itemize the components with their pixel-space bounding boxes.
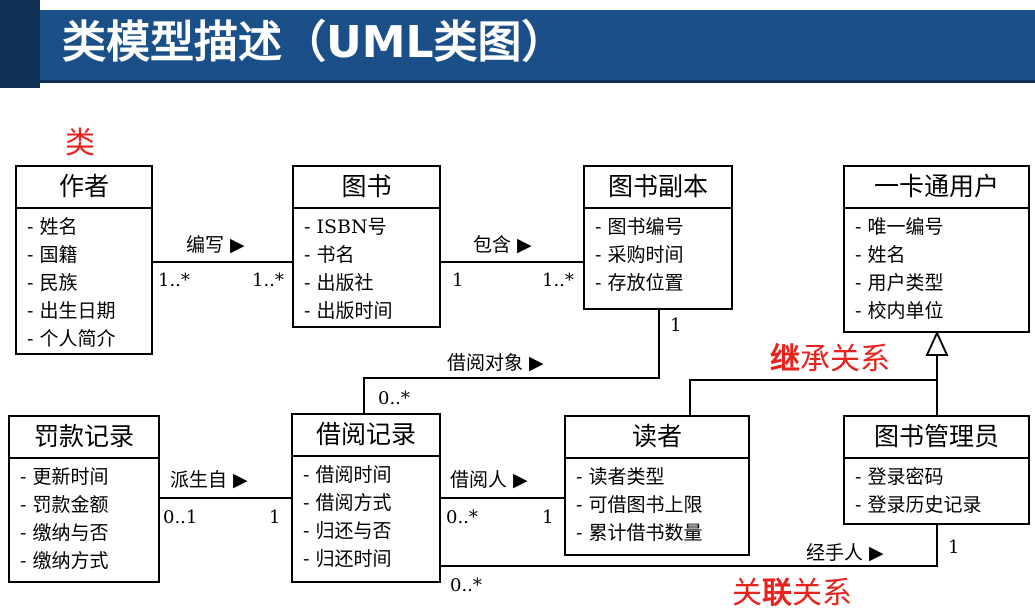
attribute: - 个人简介 (27, 328, 116, 350)
association-pre: 关 (732, 576, 762, 611)
borrower-mult-reader: 1 (542, 507, 554, 528)
attribute: - 用户类型 (855, 272, 944, 294)
association-accent: 联 (762, 576, 792, 611)
attribute: - 罚款金额 (20, 494, 109, 516)
attribute: - 缴纳与否 (20, 522, 109, 544)
attribute: - 采购时间 (595, 244, 684, 266)
handler-mult-librarian: 1 (948, 537, 960, 558)
handler-mult-record: 0..* (450, 575, 482, 596)
attribute: - 国籍 (27, 244, 78, 266)
class-reader: 读者 - 读者类型 - 可借图书上限 - 累计借书数量 (564, 415, 750, 556)
attribute: - 民族 (27, 272, 78, 294)
attribute: - 借阅方式 (303, 492, 392, 514)
attribute: - 出版时间 (304, 300, 393, 322)
attribute: - ISBN号 (304, 216, 387, 238)
page-title: 类模型描述（UML类图） (62, 17, 566, 68)
write-label: 编写 ▶ (186, 234, 245, 256)
class-name: 图书副本 (585, 167, 731, 209)
class-name: 图书管理员 (845, 417, 1028, 459)
inheritance-annotation: 继承关系 (770, 334, 890, 378)
class-card-user: 一卡通用户 - 唯一编号 - 姓名 - 用户类型 - 校内单位 (843, 165, 1030, 333)
class-borrow-record: 借阅记录 - 借阅时间 - 借阅方式 - 归还与否 - 归还时间 (291, 413, 441, 583)
attribute: - 归还与否 (303, 520, 392, 542)
attribute: - 借阅时间 (303, 464, 392, 486)
derive-label: 派生自 ▶ (170, 469, 248, 491)
borrower-mult-record: 0..* (446, 507, 478, 528)
borrow-object-line (363, 309, 660, 413)
borrow-object-label: 借阅对象 ▶ (447, 352, 544, 374)
contain-mult-book: 1 (452, 270, 464, 291)
attribute: - 累计借书数量 (576, 522, 703, 544)
contain-label: 包含 ▶ (473, 234, 532, 256)
attribute: - 校内单位 (855, 300, 944, 322)
class-fine-record: 罚款记录 - 更新时间 - 罚款金额 - 缴纳与否 - 缴纳方式 (8, 415, 160, 583)
attribute: - 可借图书上限 (576, 494, 703, 516)
handler-label: 经手人 ▶ (806, 542, 884, 564)
class-annotation: 类 (65, 118, 95, 162)
inherit-reader-line (689, 379, 937, 415)
title-banner (0, 0, 1035, 88)
class-name: 罚款记录 (10, 417, 158, 459)
class-name: 借阅记录 (293, 415, 439, 457)
inheritance-arrow (925, 330, 949, 356)
attribute: - 姓名 (27, 216, 78, 238)
handler-line (441, 525, 938, 567)
attribute: - 出生日期 (27, 300, 116, 322)
inheritance-rest: 承关系 (800, 342, 890, 377)
class-annotation-text: 类 (65, 126, 95, 161)
derive-mult-record: 1 (269, 507, 281, 528)
attribute: - 姓名 (855, 244, 906, 266)
derive-mult-fine: 0..1 (163, 507, 198, 528)
borrow-object-mult-copy: 1 (670, 315, 682, 336)
attribute: - 登录密码 (855, 466, 944, 488)
write-mult-author: 1..* (158, 270, 190, 291)
attribute: - 更新时间 (20, 466, 109, 488)
class-author: 作者 - 姓名 - 国籍 - 民族 - 出生日期 - 个人简介 (15, 165, 153, 355)
attribute: - 存放位置 (595, 272, 684, 294)
borrow-object-mult-record: 0..* (378, 388, 410, 409)
class-name: 读者 (566, 417, 748, 459)
association-annotation: 关联关系 (732, 568, 852, 612)
attribute: - 缴纳方式 (20, 550, 109, 572)
attribute: - 读者类型 (576, 466, 665, 488)
class-name: 图书 (294, 167, 439, 209)
inheritance-accent: 继 (770, 342, 800, 377)
association-post: 关系 (792, 576, 852, 611)
class-name: 作者 (17, 167, 151, 209)
write-mult-book: 1..* (252, 270, 284, 291)
borrower-label: 借阅人 ▶ (450, 469, 528, 491)
class-name: 一卡通用户 (845, 167, 1028, 209)
attribute: - 归还时间 (303, 548, 392, 570)
attribute: - 出版社 (304, 272, 374, 294)
contain-mult-copy: 1..* (542, 270, 574, 291)
attribute: - 图书编号 (595, 216, 684, 238)
class-book-copy: 图书副本 - 图书编号 - 采购时间 - 存放位置 (583, 165, 733, 310)
class-librarian: 图书管理员 - 登录密码 - 登录历史记录 (843, 415, 1030, 525)
attribute: - 登录历史记录 (855, 494, 982, 516)
class-book: 图书 - ISBN号 - 书名 - 出版社 - 出版时间 (292, 165, 441, 328)
attribute: - 唯一编号 (855, 216, 944, 238)
attribute: - 书名 (304, 244, 355, 266)
